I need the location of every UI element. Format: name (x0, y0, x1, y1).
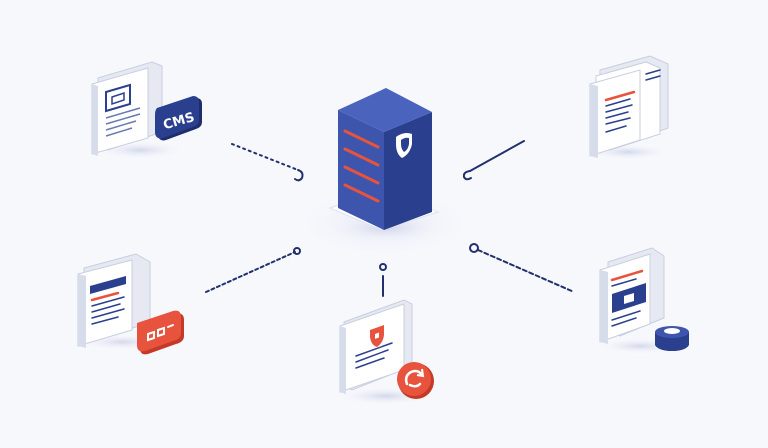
node-bottom-center (336, 299, 436, 405)
connector-bottom-center (379, 263, 387, 297)
server-hub (328, 88, 444, 242)
cms-badge: CMS (155, 96, 202, 141)
node-top-left: CMS (91, 61, 202, 159)
red-tag-icon (137, 310, 184, 355)
node-top-right (586, 55, 670, 160)
node-bottom-left (77, 253, 184, 355)
node-bottom-right (596, 247, 689, 354)
red-refresh-icon (397, 362, 434, 399)
navy-cup-icon (655, 326, 689, 351)
connector-mid-left (205, 247, 301, 293)
connector-top-right (462, 140, 525, 181)
connector-mid-right (469, 243, 575, 293)
connector-top-left (231, 143, 304, 182)
server-drive-bays (343, 129, 380, 203)
connectors (205, 140, 575, 297)
